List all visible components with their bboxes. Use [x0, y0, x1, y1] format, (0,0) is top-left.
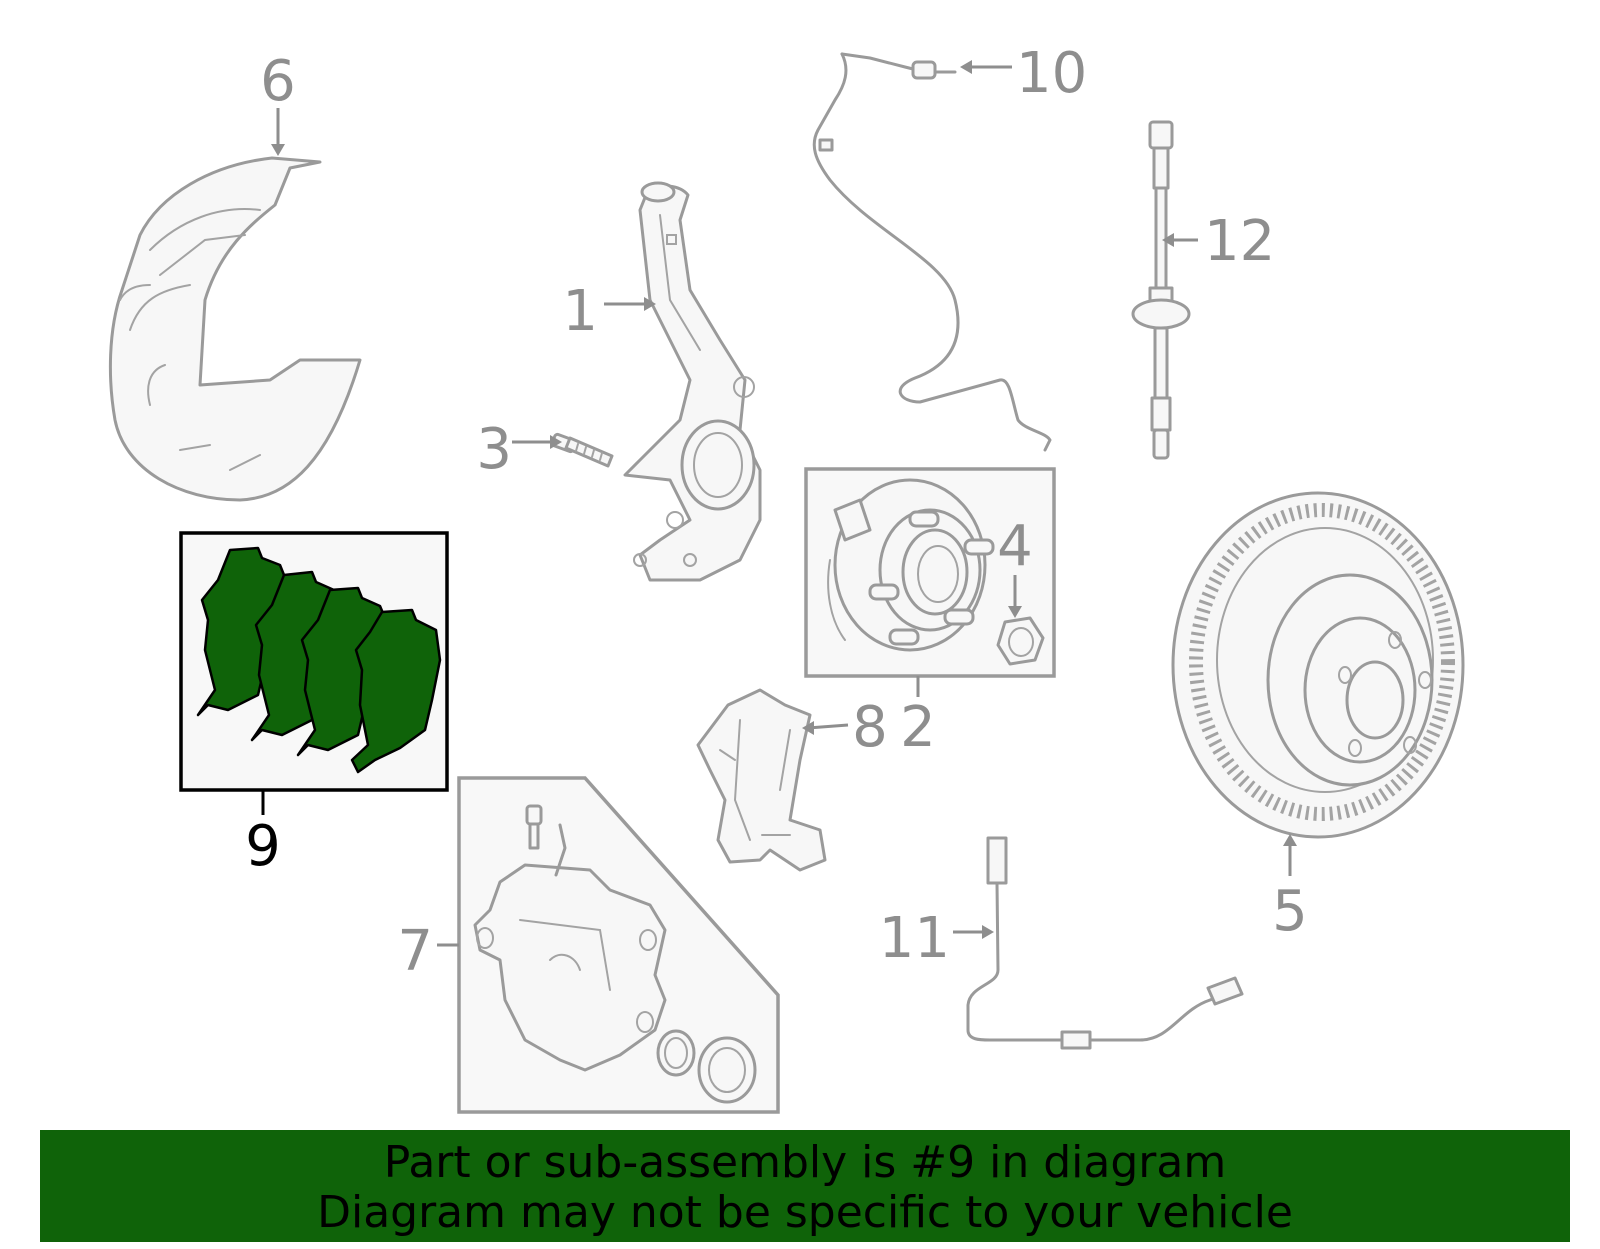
callout-2: 2: [900, 695, 936, 760]
hub-nut-part[interactable]: [996, 616, 1045, 666]
callout-6: 6: [260, 49, 296, 114]
bolt-part[interactable]: [550, 432, 614, 468]
caliper-bracket-part[interactable]: [696, 688, 827, 872]
brake-caliper-part[interactable]: [457, 776, 780, 1114]
callout-9: 9: [245, 814, 281, 879]
brake-pad-set-part[interactable]: [179, 531, 449, 792]
brake-hose-part[interactable]: [1131, 120, 1191, 460]
callout-11: 11: [879, 906, 950, 971]
splash-shield-part[interactable]: [108, 156, 362, 502]
sensor-wire-part[interactable]: [812, 52, 1052, 452]
callout-4: 4: [997, 514, 1033, 579]
callout-8: 8: [852, 695, 888, 760]
callout-3: 3: [476, 417, 512, 482]
parts-diagram: 6 1 3 10 12 4 5 8 2 7 11 9: [108, 41, 1465, 1114]
callout-1: 1: [562, 279, 598, 344]
banner-line-1: Part or sub-assembly is #9 in diagram: [383, 1137, 1227, 1188]
wear-sensor-part[interactable]: [966, 836, 1244, 1050]
callout-12: 12: [1204, 209, 1275, 274]
callout-10: 10: [1016, 41, 1087, 106]
brake-rotor-part[interactable]: [1171, 491, 1465, 839]
callout-7: 7: [397, 919, 433, 984]
hub-bearing-assembly-part[interactable]: [804, 467, 1056, 678]
info-banner: Part or sub-assembly is #9 in diagram Di…: [40, 1130, 1570, 1242]
steering-knuckle-part[interactable]: [623, 181, 762, 582]
callout-5: 5: [1272, 879, 1308, 944]
banner-line-2: Diagram may not be specific to your vehi…: [317, 1187, 1293, 1238]
